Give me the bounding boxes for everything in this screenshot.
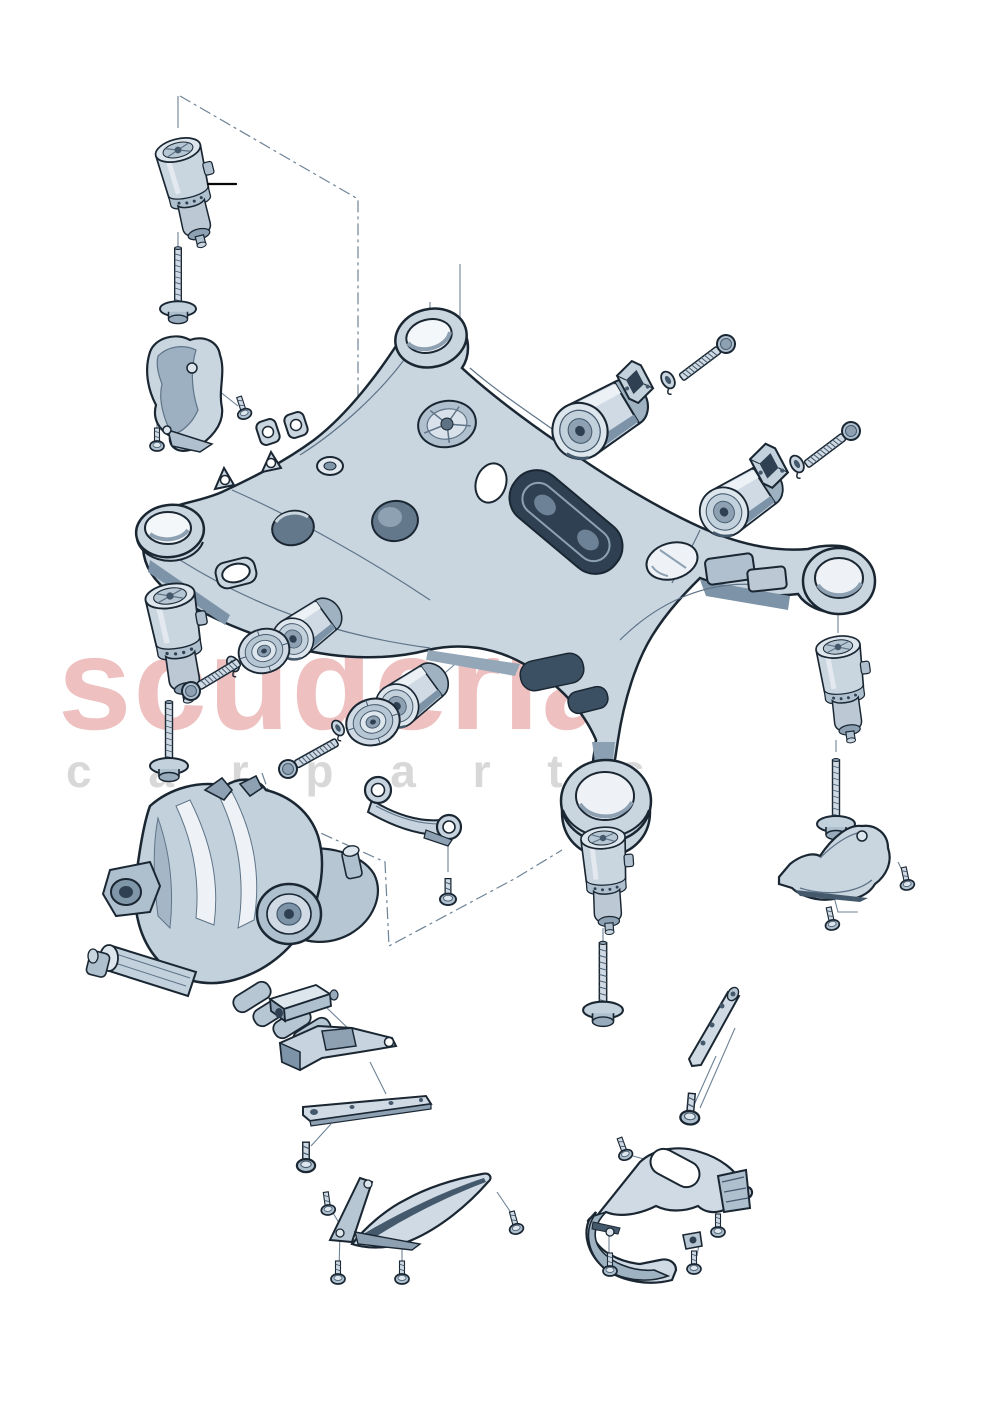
part-3-mount-right [815,632,880,745]
part-22-bolt [438,877,458,907]
part-11-bolt-right [678,1091,703,1127]
part-6-bolt-a [158,245,198,325]
part-20-washer-a [656,368,682,397]
part-5-bolt-a [674,330,740,386]
subframe-mount-plate [417,399,477,449]
part-11-bolt-left [295,1141,317,1174]
part-8-heat-shield [146,335,224,453]
part-5-bolt-b [799,417,865,473]
part-21-control-arm [363,775,463,847]
subframe-bottom-ring [559,758,653,844]
part-17-differential [85,774,379,1050]
part-subframe [134,307,877,858]
part-20-washer-b [785,452,811,481]
subframe-top-ring [394,307,468,369]
part-6-bolt-b [149,699,189,783]
part-13-heat-shield [328,1172,492,1251]
part-5-bolt-d [274,732,343,783]
part-16-bracket [267,984,339,1023]
subframe-left-ring [134,503,206,562]
part-3-mount-top-left [153,132,231,253]
part-7-heat-shield [777,824,891,902]
part-10-strap-left [302,1094,433,1127]
part-15-bracket [278,1024,398,1072]
part-10-strap-right [687,986,741,1068]
subframe-right-ring [801,546,877,616]
part-6-bolt-c [581,940,625,1028]
